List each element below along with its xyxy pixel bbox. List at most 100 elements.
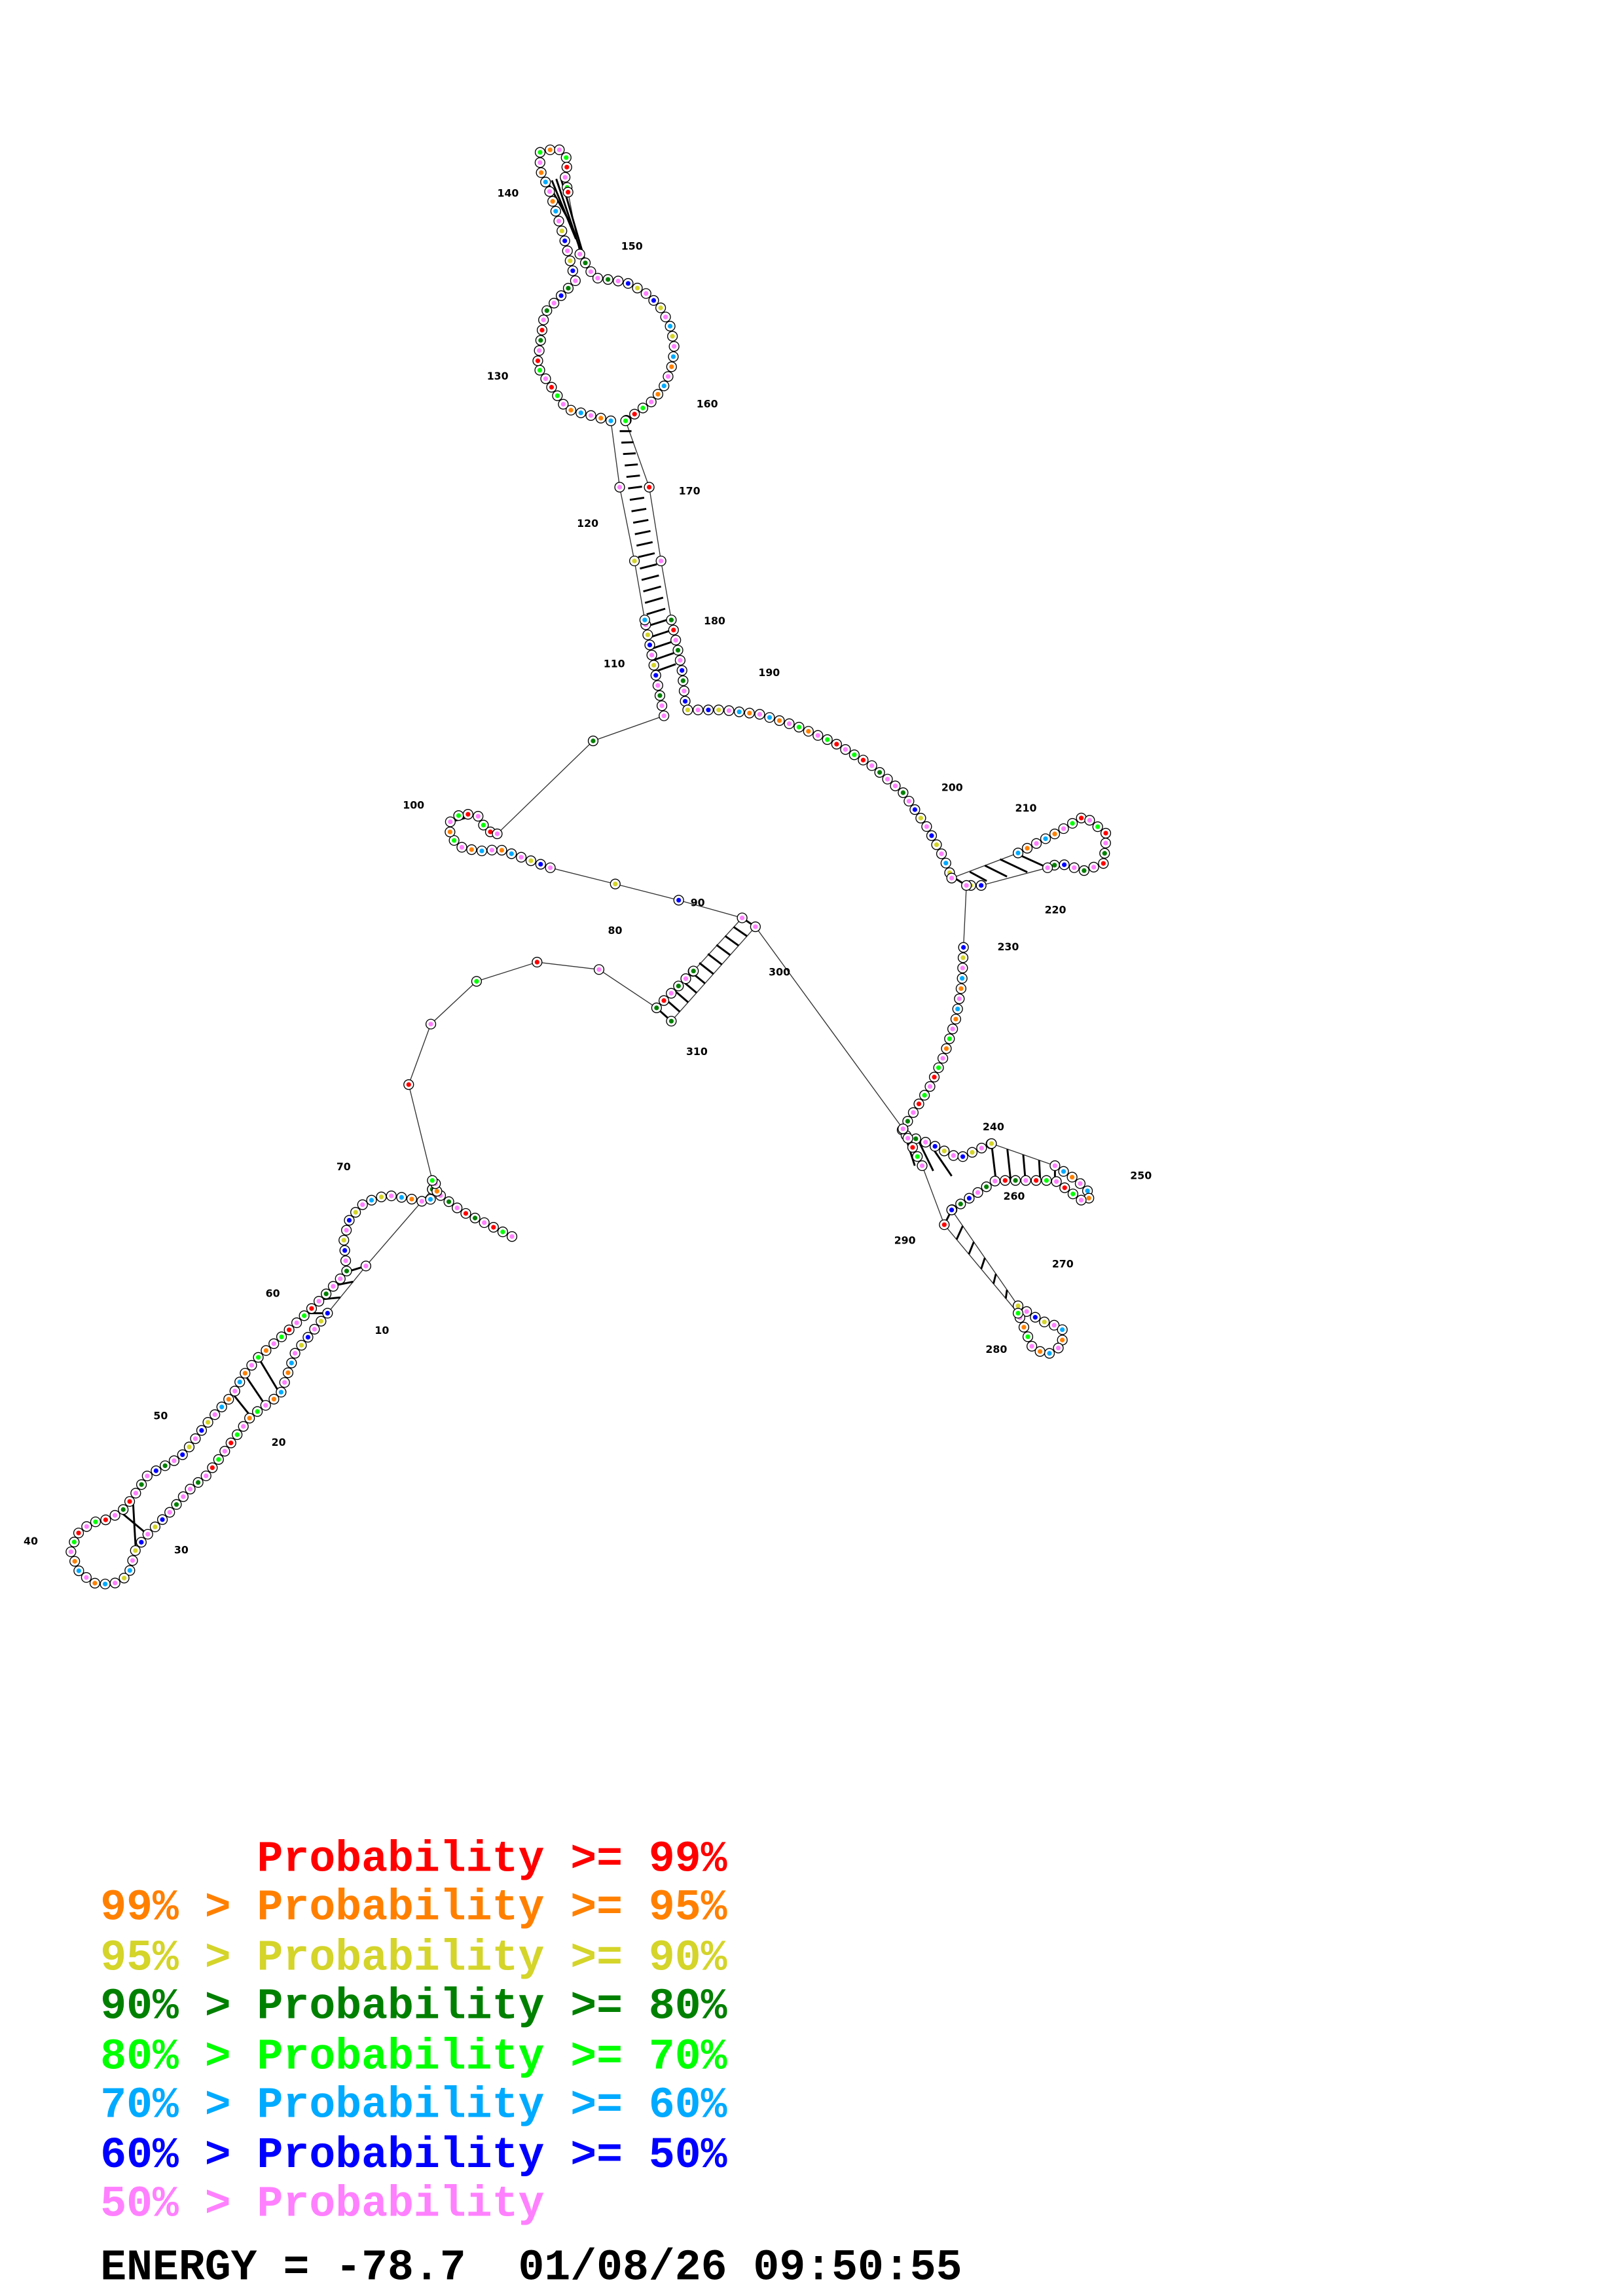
nucleotide-mark	[479, 848, 484, 853]
nucleotide-mark	[192, 1436, 198, 1441]
nucleotide-mark	[1072, 865, 1077, 870]
nucleotide-mark	[1052, 831, 1057, 836]
nucleotide-mark	[556, 147, 562, 152]
nucleotide-mark	[1037, 1349, 1043, 1354]
nucleotide-mark	[212, 1412, 217, 1417]
nucleotide-mark	[548, 865, 553, 870]
nucleotide-mark	[964, 883, 969, 888]
nucleotide-mark	[613, 881, 618, 887]
nucleotide-mark	[1087, 817, 1092, 823]
nucleotide-mark	[1024, 1309, 1029, 1314]
backbone-line	[70, 147, 1107, 1585]
position-label: 110	[604, 657, 625, 670]
nucleotide-mark	[234, 1432, 240, 1437]
nucleotide-mark	[389, 1193, 394, 1198]
nucleotide-mark	[489, 848, 495, 853]
nucleotide-mark	[160, 1517, 165, 1522]
nucleotide-mark	[1069, 1174, 1075, 1180]
nucleotide-mark	[659, 558, 664, 564]
nucleotide-mark	[957, 996, 962, 1001]
nucleotide-mark	[187, 1486, 193, 1492]
nucleotide-mark	[541, 317, 546, 323]
nucleotide-mark	[960, 965, 965, 971]
nucleotide-mark	[187, 1444, 192, 1450]
nucleotide-mark	[428, 1022, 433, 1027]
nucleotide-mark	[228, 1441, 234, 1446]
nucleotide-mark	[570, 268, 575, 274]
position-label: 180	[704, 615, 725, 627]
nucleotide-mark	[363, 1263, 369, 1268]
base-pair-line	[641, 574, 659, 581]
nucleotide-mark	[210, 1465, 215, 1471]
nucleotide-mark	[167, 1509, 172, 1515]
nucleotide-mark	[796, 725, 801, 730]
nucleotide-mark	[642, 617, 647, 622]
position-label: 280	[985, 1343, 1007, 1355]
base-pair-line	[621, 441, 634, 444]
nucleotide-mark	[596, 967, 602, 972]
nucleotide-mark	[173, 1502, 179, 1507]
nucleotide-mark	[767, 715, 773, 720]
nucleotide-mark	[127, 1568, 132, 1573]
nucleotide-mark	[309, 1306, 314, 1311]
nucleotide-mark	[911, 1110, 916, 1115]
nucleotide-mark	[776, 718, 782, 723]
nucleotide-mark	[910, 1145, 915, 1150]
base-pair-line	[733, 925, 748, 937]
nucleotide-mark	[676, 983, 681, 989]
base-pair-line	[638, 552, 655, 558]
nucleotide-mark	[279, 1334, 284, 1340]
nucleotide-mark	[196, 1480, 201, 1485]
nucleotide-mark	[528, 858, 534, 863]
position-label: 160	[697, 398, 718, 410]
nucleotide-mark	[583, 260, 588, 266]
position-label: 50	[153, 1410, 168, 1422]
nucleotide-mark	[1033, 1177, 1039, 1183]
nucleotide-mark	[285, 1370, 291, 1375]
nucleotide-mark	[448, 819, 453, 825]
nucleotide-mark	[255, 1409, 260, 1414]
nucleotide-mark	[289, 1360, 294, 1366]
base-pair-line	[1006, 1149, 1012, 1181]
nucleotide-mark	[145, 1473, 150, 1479]
nucleotide-mark	[1021, 1325, 1027, 1330]
nucleotide-mark	[1061, 1169, 1067, 1174]
nucleotide-mark	[951, 1153, 956, 1158]
legend-entry: 99% > Probability >= 95%	[100, 1884, 727, 1933]
nucleotide-mark	[1055, 1346, 1061, 1351]
nucleotide-mark	[958, 1201, 963, 1207]
nucleotide-mark	[634, 285, 640, 291]
nucleotide-mark	[1102, 851, 1107, 856]
base-pair-line	[634, 529, 651, 535]
base-pair-line	[245, 1375, 266, 1407]
nucleotide-mark	[538, 861, 543, 867]
nucleotide-mark	[180, 1452, 185, 1458]
nucleotide-mark	[1015, 1303, 1021, 1308]
nucleotide-mark	[302, 1313, 307, 1318]
nucleotide-mark	[941, 1148, 947, 1154]
nucleotide-mark	[667, 323, 673, 329]
legend-entry: 50% > Probability	[100, 2180, 544, 2229]
base-pair-line	[555, 178, 583, 257]
nucleotide-mark	[1070, 821, 1075, 826]
base-pair-line	[707, 953, 723, 965]
base-pair-line	[990, 1143, 997, 1181]
nucleotide-mark	[419, 1198, 424, 1204]
position-label: 40	[24, 1535, 38, 1547]
nucleotide-mark	[172, 1458, 177, 1463]
base-pair-line	[628, 486, 642, 490]
nucleotide-mark	[668, 990, 674, 996]
base-pair-line	[643, 585, 662, 593]
nucleotide-mark	[565, 248, 570, 253]
nucleotide-mark	[550, 199, 555, 204]
nucleotide-mark	[1060, 1327, 1065, 1333]
nucleotide-mark	[162, 1463, 168, 1469]
nucleotide-mark	[706, 708, 711, 713]
nucleotide-mark	[499, 848, 505, 853]
nucleotide-mark	[1101, 861, 1106, 866]
nucleotide-mark	[68, 1549, 73, 1554]
nucleotide-mark	[683, 976, 689, 981]
nucleotide-mark	[312, 1327, 317, 1332]
base-pair-line	[644, 596, 664, 604]
nucleotide-mark	[892, 783, 898, 789]
